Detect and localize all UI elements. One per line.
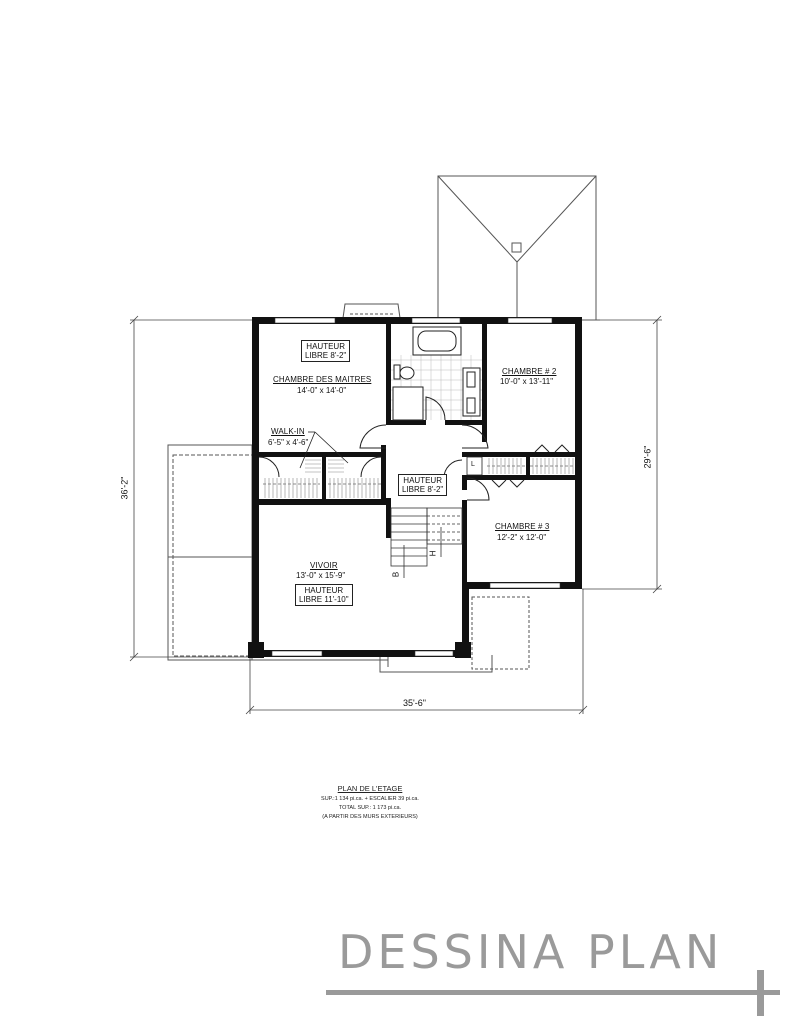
interior-walls [259,324,575,582]
living-height-value: LIBRE 11'-10" [299,595,349,605]
bedroom3-size: 12'-2" x 12'-0" [497,533,547,542]
plan-area-line-3: (A PARTIR DES MURS EXTERIEURS) [322,814,418,820]
windows [271,317,561,657]
bay-top [342,303,401,319]
stair-up-mark: H [428,550,438,557]
linen-mark: L [471,461,475,468]
brand-logo-underline [326,990,780,995]
living-height-label: HAUTEUR [304,586,344,595]
bedroom3-name: CHAMBRE # 3 [495,522,550,531]
porch-roof [379,596,530,673]
closet-hangers [264,458,574,498]
plan-area-line-2: TOTAL SUP.: 1 173 pi.ca. [338,805,402,811]
master-bedroom-name: CHAMBRE DES MAITRES [273,375,372,384]
walkin-size: 6'-5" x 4'-6" [268,438,309,447]
living-height-box: HAUTEUR LIBRE 11'-10" [295,584,353,607]
dimension-depth-left: 36'-2" [119,476,130,500]
garage-roof [437,175,600,321]
hall-height-value: LIBRE 8'-2" [402,485,444,495]
hall-height-box: HAUTEUR LIBRE 8'-2" [398,474,448,497]
master-bedroom-size: 14'-0" x 14'-0" [297,386,347,395]
dimension-depth-right: 29'-6" [642,445,653,469]
dimension-lines [129,315,662,715]
linen-closet [466,456,483,476]
plan-title: PLAN DE L'ETAGE [337,784,403,793]
master-height-box: HAUTEUR LIBRE 8'-2" [301,340,351,363]
stairs [390,507,463,578]
lower-roof-left [167,444,389,667]
dimension-width: 35'-6" [403,698,426,708]
walkin-name: WALK-IN [271,427,305,436]
bifold-doors [491,444,570,488]
brand-logo-cross [757,970,764,1016]
walkin-leader [299,431,349,469]
bedroom2-name: CHAMBRE # 2 [502,367,557,376]
closet-rods [263,465,575,485]
bathroom-fixtures [392,326,481,421]
stair-down-mark: B [391,571,401,578]
plan-area-line-1: SUP.:1 134 pi.ca. + ESCALIER 39 pi.ca. [321,796,419,802]
living-name: VIVOIR [310,561,338,570]
master-height-value: LIBRE 8'-2" [305,351,347,361]
hall-height-label: HAUTEUR [403,476,442,485]
bedroom2-size: 10'-0" x 13'-11" [500,377,554,386]
master-height-label: HAUTEUR [306,342,345,351]
living-size: 13'-0" x 15'-9" [296,571,346,580]
brand-logo-text: DESSINA PLAN [338,925,724,979]
